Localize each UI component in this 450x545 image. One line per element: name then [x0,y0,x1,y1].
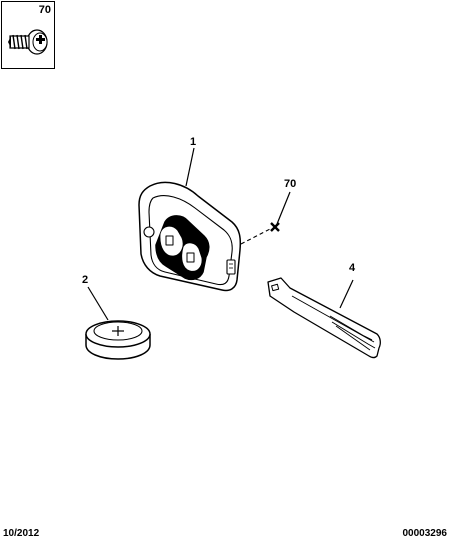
screw-leader [276,191,291,225]
callout-2: 2 [82,274,89,286]
callout-1: 1 [190,136,197,148]
remote-key-fob [138,181,242,292]
battery-leader [87,286,109,321]
callout-4: 4 [349,262,356,274]
key-fob-leader [185,147,195,187]
screw-dashed-axis [240,227,273,245]
screw-inset-box: 70 [1,1,55,69]
screw-position-cross-icon [270,222,280,232]
callout-70: 70 [284,178,297,190]
screw-icon [8,29,48,55]
key-blade [267,277,381,359]
inset-reference-number: 70 [38,4,51,16]
footer-date: 10/2012 [3,528,40,539]
key-blade-leader [339,279,354,309]
footer-drawing-number: 00003296 [402,528,448,539]
coin-battery [85,320,151,360]
